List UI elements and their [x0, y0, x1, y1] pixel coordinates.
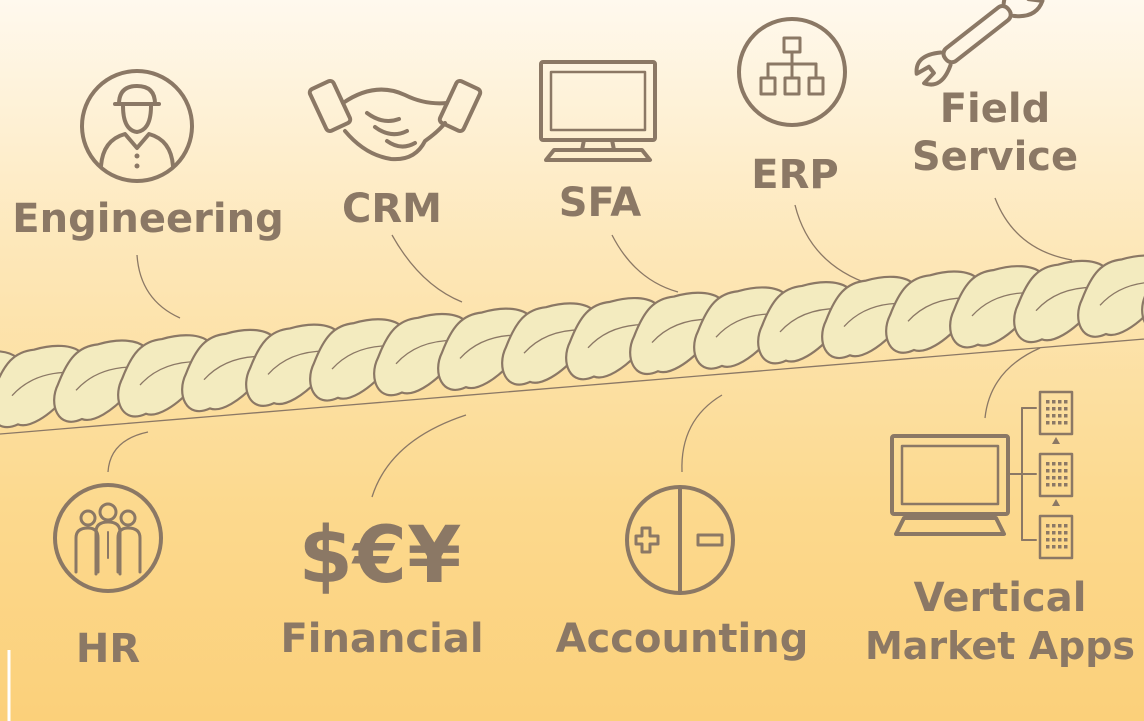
server-dot [1058, 476, 1062, 480]
people-group-icon [53, 483, 163, 593]
currency-icon: $€¥ [299, 511, 462, 601]
server-dot [1052, 462, 1056, 466]
label-engineering: Engineering [12, 196, 283, 242]
server-dot [1064, 469, 1068, 473]
wrench-icon [914, 0, 1045, 87]
rope [0, 254, 1144, 435]
label-accounting: Accounting [556, 616, 809, 662]
monitor-servers-icon [890, 390, 1074, 560]
server-dot [1064, 531, 1068, 535]
leader-erp [794, 204, 873, 286]
label-erp: ERP [751, 152, 838, 198]
rope-strand-line [1099, 282, 1144, 306]
server-dot [1064, 407, 1068, 411]
server-dot [1046, 538, 1050, 542]
server-dot [1046, 414, 1050, 418]
leader-sfa [611, 234, 679, 293]
server-dot [1064, 462, 1068, 466]
server-dot [1046, 462, 1050, 466]
server-dot [1064, 538, 1068, 542]
server-dot [1052, 531, 1056, 535]
label-vertical-line2: Market Apps [865, 624, 1135, 668]
server-dot [1064, 400, 1068, 404]
server-dot [1052, 414, 1056, 418]
label-crm: CRM [342, 186, 442, 232]
server-dot [1064, 421, 1068, 425]
server-dot [1058, 469, 1062, 473]
server-dot [1064, 545, 1068, 549]
server-dot [1058, 421, 1062, 425]
server-dot [1052, 538, 1056, 542]
server-dot [1046, 545, 1050, 549]
leader-engineering [136, 254, 181, 319]
leader-accounting [681, 394, 723, 473]
leader-vertical [984, 347, 1041, 419]
server-dot [1052, 421, 1056, 425]
currency-symbols: $€¥ [299, 511, 462, 601]
server-dot [1052, 483, 1056, 487]
label-field-service-line2: Service [912, 134, 1078, 180]
server-dot [1064, 524, 1068, 528]
server-dot [1058, 407, 1062, 411]
rope-underside [0, 338, 1144, 435]
label-sfa: SFA [559, 180, 642, 226]
leader-financial [371, 414, 467, 498]
computer-monitor-icon [539, 60, 657, 162]
server-dot [1046, 407, 1050, 411]
label-financial: Financial [280, 616, 483, 662]
server-dot [1058, 524, 1062, 528]
server-dot [1046, 483, 1050, 487]
server-dot [1046, 400, 1050, 404]
server-dot [1064, 414, 1068, 418]
label-vertical-line1: Vertical [914, 575, 1087, 621]
server-dot [1052, 469, 1056, 473]
server-dot [1058, 531, 1062, 535]
leader-field-service [994, 197, 1073, 261]
server-dot [1052, 524, 1056, 528]
leader-lines [107, 197, 1073, 498]
org-chart-icon [737, 17, 847, 127]
leader-hr [107, 431, 149, 473]
server-dot [1052, 476, 1056, 480]
server-dot [1058, 545, 1062, 549]
server-dot [1046, 476, 1050, 480]
server-dot [1064, 476, 1068, 480]
server-dot [1052, 407, 1056, 411]
server-dot [1058, 414, 1062, 418]
label-field-service-line1: Field [940, 86, 1051, 132]
server-dot [1052, 545, 1056, 549]
handshake-icon [307, 78, 483, 162]
server-dot [1058, 400, 1062, 404]
plus-minus-icon [625, 485, 735, 595]
server-dot [1052, 400, 1056, 404]
server-dot [1058, 483, 1062, 487]
server-dot [1064, 483, 1068, 487]
server-dot [1046, 531, 1050, 535]
server-dot [1058, 462, 1062, 466]
engineer-hardhat-icon [80, 69, 194, 183]
server-dot [1046, 469, 1050, 473]
label-hr: HR [76, 626, 140, 672]
server-dot [1046, 524, 1050, 528]
server-dot [1058, 538, 1062, 542]
leader-crm [391, 234, 463, 303]
server-dot [1046, 421, 1050, 425]
